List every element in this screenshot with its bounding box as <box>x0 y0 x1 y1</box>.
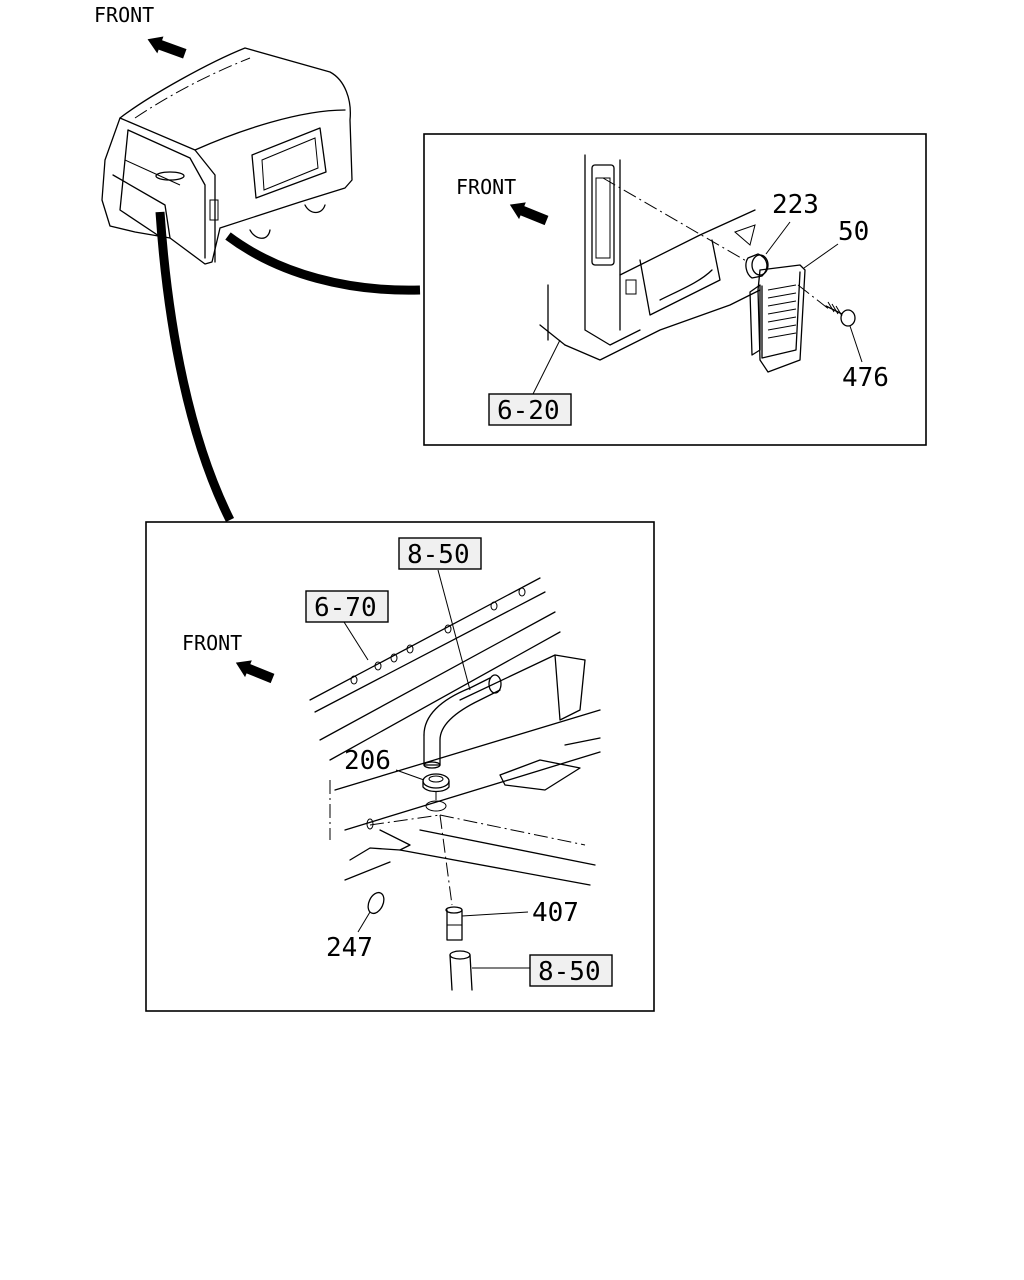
reference-8-50-top: 8-50 <box>407 540 470 570</box>
part-206-grommet <box>422 773 450 793</box>
reference-box-6-70 <box>305 590 389 623</box>
reference-6-70: 6-70 <box>314 593 377 623</box>
part-number-407: 407 <box>532 898 579 928</box>
reference-8-50-bottom: 8-50 <box>538 957 601 987</box>
drain-hose-lower <box>449 950 473 991</box>
reference-box-8-50-bottom <box>529 954 613 987</box>
part-247-plug <box>367 891 385 915</box>
front-label-inset2: FRONT <box>182 631 242 655</box>
cab-overview: FRONT <box>94 3 421 523</box>
front-arrow-icon <box>147 36 187 59</box>
front-arrow-icon <box>509 202 549 226</box>
front-label-inset1: FRONT <box>456 175 516 199</box>
front-arrow-icon <box>235 660 275 684</box>
part-number-206: 206 <box>344 746 391 776</box>
front-label-overview: FRONT <box>94 3 154 27</box>
part-number-223: 223 <box>772 190 819 220</box>
part-number-476: 476 <box>842 363 889 393</box>
reference-6-20: 6-20 <box>497 396 560 426</box>
part-476-screw <box>825 301 856 327</box>
reference-box-8-50-top <box>398 537 482 570</box>
part-223-clip <box>745 253 769 279</box>
part-407-connector <box>445 906 463 941</box>
reference-box-6-20 <box>488 393 572 426</box>
inset-panel-drain: FRONT <box>145 521 655 1012</box>
part-number-247: 247 <box>326 933 373 963</box>
part-number-50: 50 <box>838 217 869 247</box>
drain-hose-upper <box>423 674 502 769</box>
part-50-vent-grille <box>749 264 806 373</box>
inset-panel-side-vent: FRONT <box>423 133 927 446</box>
